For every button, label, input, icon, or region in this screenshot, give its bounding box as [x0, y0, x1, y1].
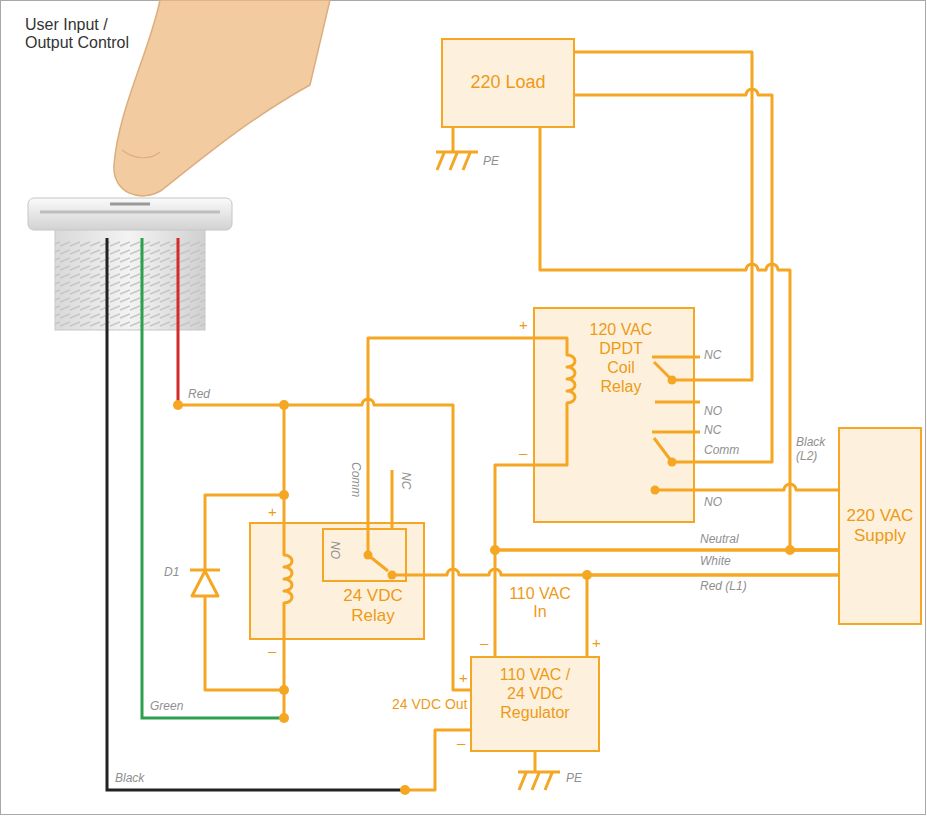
relay-box: 24 VDC Relay NO	[249, 522, 425, 640]
push-button	[28, 198, 232, 330]
diode-symbol	[190, 570, 220, 596]
button-wires	[107, 238, 405, 790]
ground-symbol	[518, 752, 560, 790]
box-label: 24 VDC Relay	[331, 586, 415, 626]
terminal-sign: –	[519, 444, 527, 461]
terminal-label: NO	[704, 405, 722, 419]
load-box: 220 Load	[441, 38, 575, 128]
box-fill	[322, 528, 407, 582]
box-fill	[249, 522, 425, 640]
terminal-label: NC	[398, 472, 412, 489]
terminal-sign: +	[592, 634, 601, 651]
relay-box: 120 VAC DPDT Coil Relay	[533, 307, 695, 523]
terminal-sign: +	[459, 669, 468, 686]
terminal-sign: –	[268, 642, 276, 659]
push-button	[40, 211, 220, 214]
junction-dot	[651, 486, 660, 495]
box-fill	[441, 38, 575, 128]
supply-box: 220 VAC Supply	[838, 427, 922, 625]
wiring	[178, 404, 284, 407]
button-wires	[142, 238, 284, 718]
wire-label: Black (L2)	[796, 436, 836, 464]
ground-label: PE	[566, 772, 582, 786]
box-fill	[470, 656, 600, 752]
finger	[114, 0, 330, 196]
terminal-label: Comm	[348, 462, 362, 497]
junction-dot	[668, 458, 677, 467]
wire	[587, 575, 839, 657]
junction-dot	[400, 785, 410, 795]
terminal-label: NC	[704, 424, 721, 438]
wire	[495, 550, 839, 657]
terminal-label: 24 VDC Out	[392, 696, 467, 712]
wire-label: White	[700, 555, 731, 569]
finger	[114, 0, 330, 196]
push-button	[55, 226, 205, 330]
box-fill	[838, 427, 922, 625]
wire	[574, 89, 772, 462]
junction-dot	[173, 376, 795, 796]
push-button	[110, 203, 150, 206]
box-label: 110 VAC / 24 VDC Regulator	[493, 666, 577, 723]
push-button	[55, 240, 205, 330]
wire-label: Red	[188, 388, 210, 402]
wire-label: Green	[150, 700, 183, 714]
box-label: 220 Load	[443, 72, 573, 93]
terminal-label: NC	[704, 349, 721, 363]
terminal-sign: –	[480, 634, 488, 651]
terminal-label: 110 VAC In	[505, 585, 575, 622]
wiring	[652, 357, 700, 402]
regulator-box: 110 VAC / 24 VDC Regulator	[470, 656, 600, 752]
wiring	[178, 338, 700, 790]
wire	[495, 465, 839, 550]
terminal-label: Comm	[704, 444, 739, 458]
junction-dot	[279, 685, 289, 695]
button-wires	[177, 238, 180, 405]
finger	[122, 150, 160, 158]
junction-dot	[173, 400, 183, 410]
junction-dot	[388, 571, 397, 580]
wiring	[391, 470, 394, 528]
terminal-sign: +	[268, 503, 277, 520]
terminal-label: NO	[704, 496, 722, 510]
part-label: D1	[164, 566, 179, 580]
wire	[284, 399, 471, 690]
box-label: 220 VAC Supply	[840, 506, 920, 546]
button-caption: User Input / Output Control	[25, 16, 145, 53]
terminal-sign: –	[457, 734, 465, 751]
wire-label: Black	[115, 772, 144, 786]
wiring	[652, 432, 700, 490]
wiring	[368, 528, 388, 571]
junction-dot	[279, 713, 289, 723]
wire	[694, 484, 839, 490]
wire-label: Red (L1)	[700, 580, 747, 594]
ground-symbol	[436, 128, 478, 170]
wiring	[533, 338, 575, 465]
wire-label: Neutral	[700, 533, 739, 547]
diode-symbol	[192, 571, 218, 596]
contact-label: NO	[328, 541, 342, 559]
junction-dot	[668, 376, 677, 385]
switch-box: NO	[322, 528, 407, 582]
box-label: 120 VAC DPDT Coil Relay	[588, 321, 654, 397]
wiring	[405, 730, 470, 790]
junction-dot	[364, 551, 373, 560]
wire	[540, 127, 839, 550]
ground-label: PE	[483, 155, 499, 169]
button-wires	[107, 238, 405, 790]
terminal-sign: +	[519, 316, 528, 333]
push-button	[28, 198, 232, 230]
wire	[368, 338, 534, 529]
